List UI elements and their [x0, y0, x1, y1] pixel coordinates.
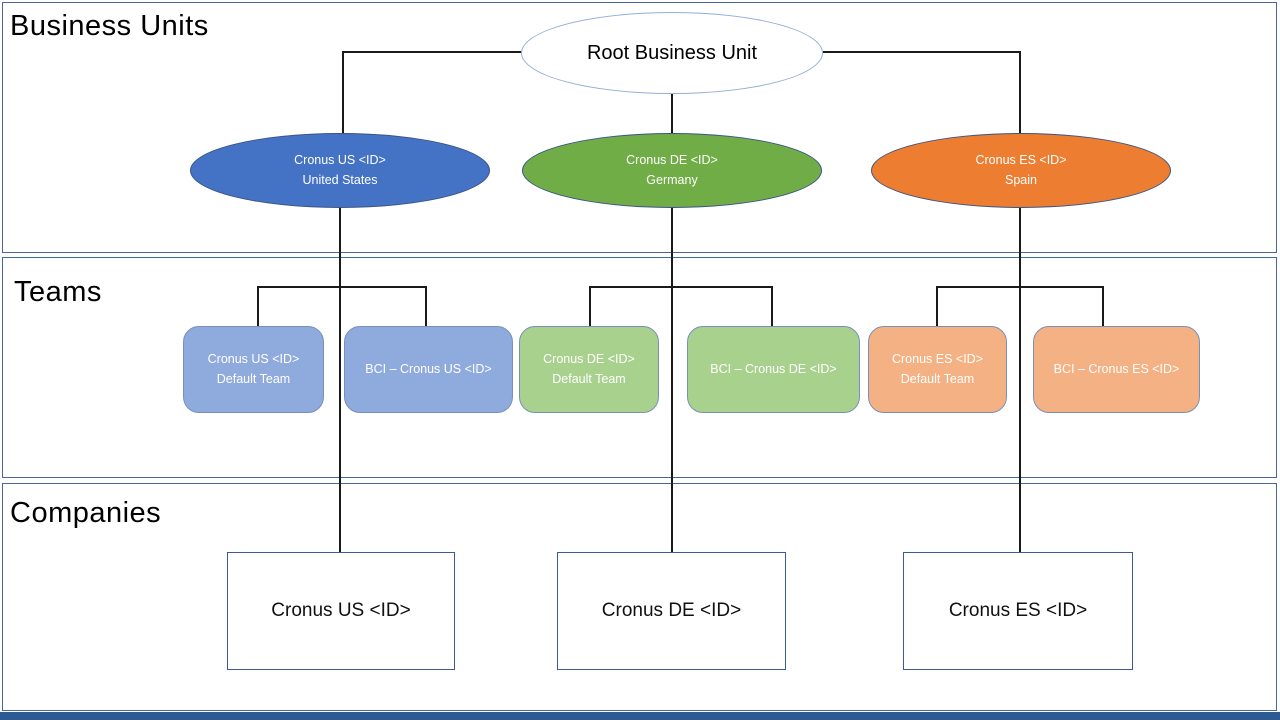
business-unit-cronus-us: Cronus US <ID> United States	[190, 133, 490, 208]
connector-root-to-de-vertical	[671, 93, 673, 133]
business-unit-country: Germany	[646, 172, 698, 187]
team-cronus-us-default: Cronus US <ID> Default Team	[183, 326, 324, 413]
footer-accent-bar	[0, 712, 1280, 720]
connector-es-team2-drop	[1102, 286, 1104, 327]
team-bci-cronus-us: BCI – Cronus US <ID>	[344, 326, 513, 413]
team-cronus-es-default: Cronus ES <ID> Default Team	[868, 326, 1007, 413]
business-unit-name: Cronus DE <ID>	[626, 153, 718, 168]
team-name-line1: BCI – Cronus US <ID>	[365, 361, 492, 376]
business-unit-country: Spain	[1005, 172, 1037, 187]
root-business-unit-label: Root Business Unit	[586, 41, 758, 64]
connector-de-team2-drop	[771, 286, 773, 327]
connector-root-right-horizontal	[823, 51, 1021, 53]
team-name-line1: Cronus DE <ID>	[543, 352, 635, 367]
connector-us-team1-drop	[257, 286, 259, 327]
team-name-line1: BCI – Cronus ES <ID>	[1053, 361, 1180, 376]
connector-us-teams-branch	[257, 286, 427, 288]
company-cronus-es: Cronus ES <ID>	[903, 552, 1133, 670]
connector-root-left-horizontal	[343, 51, 523, 53]
business-unit-cronus-de: Cronus DE <ID> Germany	[522, 133, 822, 208]
business-unit-country: United States	[302, 172, 378, 187]
connector-us-team2-drop	[425, 286, 427, 327]
team-name-line2: Default Team	[900, 371, 975, 386]
team-name-line2: Default Team	[552, 371, 626, 386]
connector-de-teams-branch	[589, 286, 773, 288]
teams-section-label: Teams	[14, 276, 102, 308]
business-unit-name: Cronus US <ID>	[294, 153, 386, 168]
team-name-line2: Default Team	[216, 371, 291, 386]
connector-de-stem	[671, 207, 673, 552]
team-cronus-de-default: Cronus DE <ID> Default Team	[519, 326, 659, 413]
team-name-line1: Cronus ES <ID>	[891, 352, 983, 367]
connector-es-team1-drop	[936, 286, 938, 327]
company-label: Cronus US <ID>	[271, 600, 411, 621]
company-cronus-us: Cronus US <ID>	[227, 552, 455, 670]
company-label: Cronus DE <ID>	[601, 600, 742, 621]
business-units-section-label: Business Units	[10, 10, 209, 42]
connector-es-stem	[1019, 207, 1021, 552]
root-business-unit-node: Root Business Unit	[521, 12, 823, 94]
business-unit-name: Cronus ES <ID>	[975, 153, 1067, 168]
team-bci-cronus-de: BCI – Cronus DE <ID>	[687, 326, 860, 413]
team-name-line1: BCI – Cronus DE <ID>	[710, 361, 837, 376]
connector-de-team1-drop	[589, 286, 591, 327]
business-unit-cronus-es: Cronus ES <ID> Spain	[871, 133, 1171, 208]
company-label: Cronus ES <ID>	[948, 600, 1088, 621]
connector-root-to-es-vertical	[1019, 51, 1021, 133]
connector-us-stem	[339, 207, 341, 552]
team-bci-cronus-es: BCI – Cronus ES <ID>	[1033, 326, 1200, 413]
companies-section-label: Companies	[10, 497, 162, 529]
company-cronus-de: Cronus DE <ID>	[557, 552, 786, 670]
connector-root-to-us-vertical	[342, 51, 344, 133]
connector-es-teams-branch	[936, 286, 1104, 288]
team-name-line1: Cronus US <ID>	[207, 352, 300, 367]
